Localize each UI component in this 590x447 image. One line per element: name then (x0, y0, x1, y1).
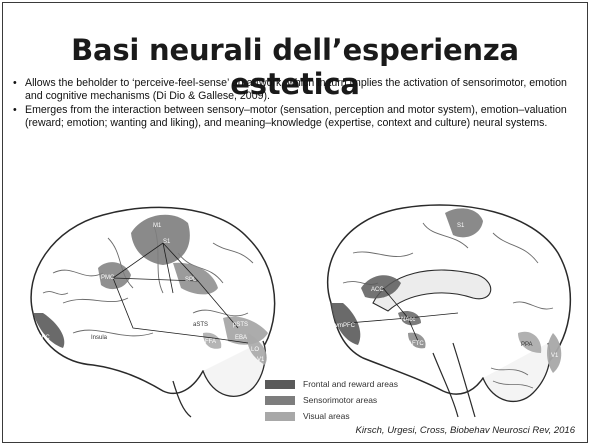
svg-text:SPL: SPL (185, 277, 197, 283)
bullet-list: • Allows the beholder to ‘perceive-feel-… (11, 77, 581, 131)
slide: Basi neurali dell’esperienza estetica • … (2, 2, 588, 443)
legend-label: Sensorimotor areas (303, 395, 378, 405)
slide-title: Basi neurali dell’esperienza estetica (71, 33, 519, 101)
brain-illustration: M1 S1 PMC SPL Insula OFC aSTS pSTS EBA L… (30, 204, 572, 418)
bullet-glyph: • (13, 104, 17, 116)
brain-figure: M1 S1 PMC SPL Insula OFC aSTS pSTS EBA L… (13, 193, 579, 418)
bullet-item-1: • Allows the beholder to ‘perceive-feel-… (11, 77, 581, 103)
svg-text:S1: S1 (163, 239, 171, 245)
citation: Kirsch, Urgesi, Cross, Biobehav Neurosci… (355, 425, 575, 436)
svg-text:PPA: PPA (521, 342, 533, 348)
legend-item-sensorimotor: Sensorimotor areas (265, 392, 398, 408)
svg-text:V1: V1 (551, 353, 559, 359)
svg-text:aSTS: aSTS (193, 322, 208, 328)
svg-text:NAcc: NAcc (401, 317, 415, 323)
svg-text:OFC: OFC (37, 335, 50, 341)
medial-brain: S1 ACC vmPFC NAcc AFTC PPA V1 (326, 204, 572, 418)
svg-text:AFTC: AFTC (408, 341, 424, 347)
legend-swatch (265, 395, 295, 405)
bullet-text-2: Emerges from the interaction between sen… (25, 104, 567, 129)
svg-text:S1: S1 (457, 223, 465, 229)
svg-text:FFA: FFA (205, 339, 216, 345)
figure-legend: Frontal and reward areas Sensorimotor ar… (265, 376, 398, 424)
svg-text:EBA: EBA (235, 335, 247, 341)
svg-text:ACC: ACC (371, 287, 384, 293)
svg-text:M1: M1 (153, 223, 162, 229)
bullet-item-2: • Emerges from the interaction between s… (11, 104, 581, 130)
svg-text:vmPFC: vmPFC (335, 323, 356, 329)
legend-swatch (265, 379, 295, 389)
lateral-brain: M1 S1 PMC SPL Insula OFC aSTS pSTS EBA L… (30, 206, 276, 418)
svg-text:pSTS: pSTS (233, 322, 248, 328)
svg-text:V1: V1 (257, 357, 265, 363)
legend-item-visual: Visual areas (265, 408, 398, 424)
legend-item-frontal-reward: Frontal and reward areas (265, 376, 398, 392)
legend-label: Visual areas (303, 411, 350, 421)
svg-text:LO: LO (251, 347, 259, 353)
bullet-text-1: Allows the beholder to ‘perceive-feel-se… (25, 77, 567, 102)
legend-label: Frontal and reward areas (303, 379, 398, 389)
area-sensorimotor-top (131, 214, 190, 265)
svg-text:Insula: Insula (91, 335, 108, 341)
legend-swatch (265, 411, 295, 421)
svg-text:PMC: PMC (101, 275, 115, 281)
bullet-glyph: • (13, 77, 17, 89)
